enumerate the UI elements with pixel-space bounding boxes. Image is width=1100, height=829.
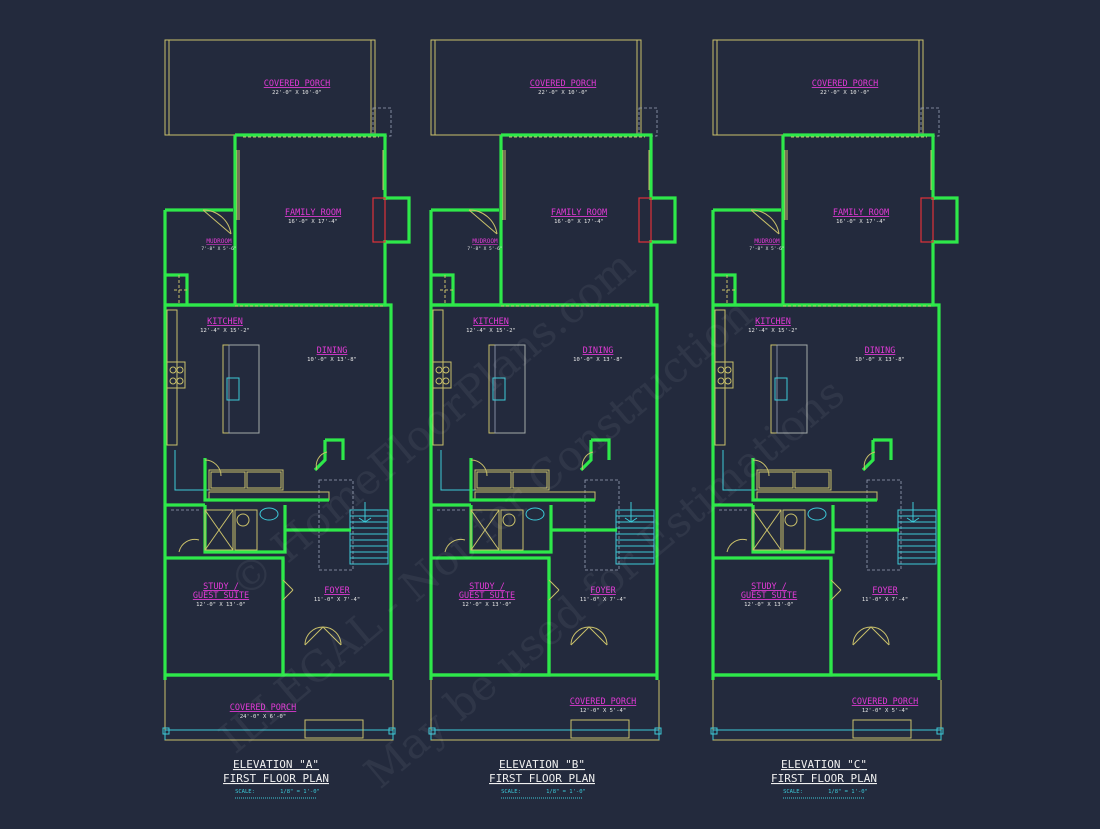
kitchen-name: KITCHEN (755, 317, 791, 327)
porch-bottom-dim: 24'-0" X 6'-0" (240, 714, 286, 720)
plan-title-line2: FIRST FLOOR PLAN (489, 772, 595, 785)
dining-dim: 10'-0" X 13'-8" (855, 357, 905, 363)
family-room-name: FAMILY ROOM (285, 208, 341, 218)
family-room-dim: 16'-0" X 17'-4" (836, 219, 886, 225)
dining-name: DINING (583, 346, 614, 356)
scale-value: 1/8" = 1'-0" (546, 789, 586, 795)
porch-top-name: COVERED PORCH (812, 79, 879, 89)
kitchen-name: KITCHEN (207, 317, 243, 327)
study-name-line2: GUEST SUITE (459, 591, 515, 601)
mudroom-name: MUDROOM (472, 238, 498, 245)
mudroom-dim: 7'-8" X 5'-6" (749, 246, 784, 252)
scale-value: 1/8" = 1'-0" (828, 789, 868, 795)
family-room-dim: 16'-0" X 17'-4" (554, 219, 604, 225)
foyer-name: FOYER (324, 586, 350, 596)
porch-bottom-name: COVERED PORCH (570, 697, 637, 707)
kitchen-dim: 12'-4" X 15'-2" (200, 328, 250, 334)
plan-title-line2: FIRST FLOOR PLAN (771, 772, 877, 785)
mudroom-dim: 7'-8" X 5'-6" (201, 246, 236, 252)
plan-title-line1: ELEVATION "A" (233, 758, 319, 771)
foyer-name: FOYER (872, 586, 898, 596)
study-name-line2: GUEST SUITE (193, 591, 249, 601)
study-dim: 12'-0" X 13'-0" (196, 602, 246, 608)
porch-top-dim: 22'-0" X 10'-0" (272, 90, 322, 96)
mudroom-name: MUDROOM (754, 238, 780, 245)
foyer-dim: 11'-0" X 7'-4" (580, 597, 626, 603)
dining-dim: 10'-0" X 13'-8" (307, 357, 357, 363)
scale-label: SCALE: (501, 789, 521, 795)
porch-bottom-dim: 12'-0" X 5'-4" (862, 708, 908, 714)
family-room-name: FAMILY ROOM (551, 208, 607, 218)
porch-bottom-name: COVERED PORCH (852, 697, 919, 707)
foyer-name: FOYER (590, 586, 616, 596)
kitchen-name: KITCHEN (473, 317, 509, 327)
scale-label: SCALE: (235, 789, 255, 795)
mudroom-dim: 7'-8" X 5'-6" (467, 246, 502, 252)
plan-title-line2: FIRST FLOOR PLAN (223, 772, 329, 785)
mudroom-name: MUDROOM (206, 238, 232, 245)
study-name-line1: STUDY / (203, 582, 239, 592)
dining-name: DINING (865, 346, 896, 356)
study-name-line1: STUDY / (469, 582, 505, 592)
plan-title-line1: ELEVATION "C" (781, 758, 867, 771)
kitchen-dim: 12'-4" X 15'-2" (748, 328, 798, 334)
plan-title-line1: ELEVATION "B" (499, 758, 585, 771)
foyer-dim: 11'-0" X 7'-4" (862, 597, 908, 603)
porch-bottom-name: COVERED PORCH (230, 703, 297, 713)
family-room-name: FAMILY ROOM (833, 208, 889, 218)
plan-elevation-a: COVERED PORCH 22'-0" X 10'-0" FAMILY ROO… (161, 38, 411, 800)
porch-top-name: COVERED PORCH (264, 79, 331, 89)
dining-dim: 10'-0" X 13'-8" (573, 357, 623, 363)
study-dim: 12'-0" X 13'-0" (462, 602, 512, 608)
kitchen-dim: 12'-4" X 15'-2" (466, 328, 516, 334)
porch-top-name: COVERED PORCH (530, 79, 597, 89)
scale-value: 1/8" = 1'-0" (280, 789, 320, 795)
plan-elevation-c: COVERED PORCH 22'-0" X 10'-0" FAMILY ROO… (709, 38, 959, 800)
study-dim: 12'-0" X 13'-0" (744, 602, 794, 608)
porch-top-dim: 22'-0" X 10'-0" (820, 90, 870, 96)
foyer-dim: 11'-0" X 7'-4" (314, 597, 360, 603)
study-name-line1: STUDY / (751, 582, 787, 592)
study-name-line2: GUEST SUITE (741, 591, 797, 601)
scale-label: SCALE: (783, 789, 803, 795)
porch-bottom-dim: 12'-0" X 5'-4" (580, 708, 626, 714)
family-room-dim: 16'-0" X 17'-4" (288, 219, 338, 225)
porch-top-dim: 22'-0" X 10'-0" (538, 90, 588, 96)
dining-name: DINING (317, 346, 348, 356)
plan-elevation-b: COVERED PORCH 22'-0" X 10'-0" FAMILY ROO… (427, 38, 677, 800)
